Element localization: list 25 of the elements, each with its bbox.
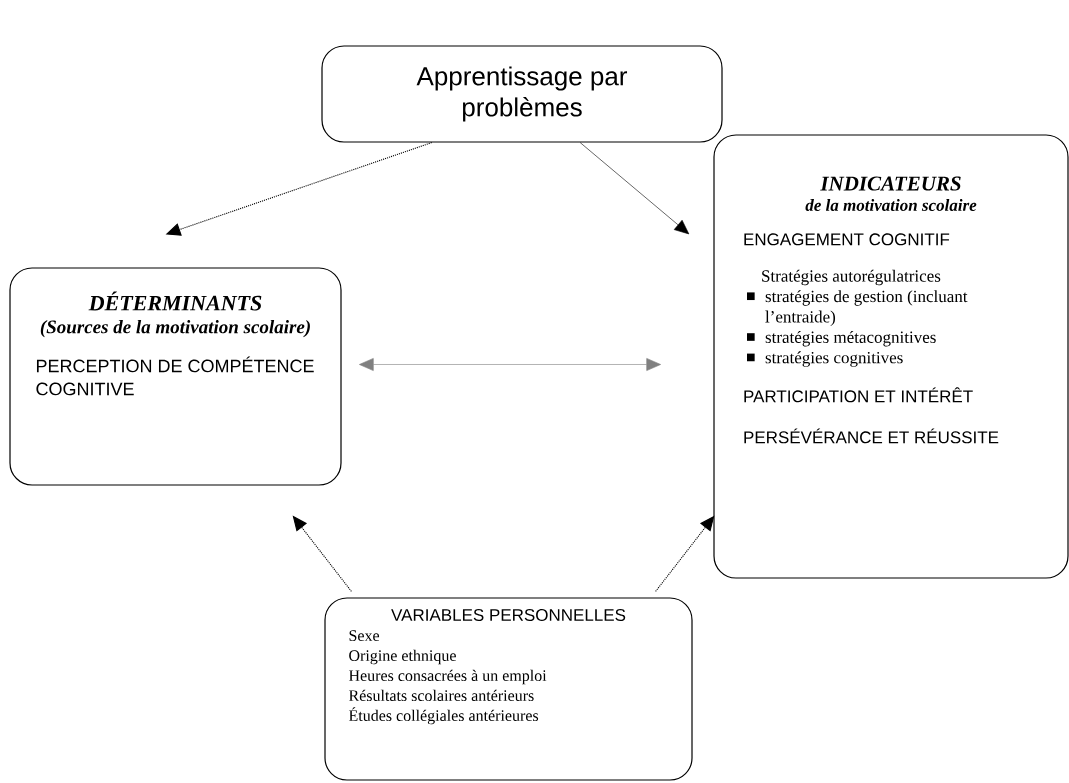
list-item: Heures consacrées à un emploi [348,669,547,685]
list-item: Origine ethnique [349,649,456,665]
rounded-box [321,45,723,143]
list-item: Études collégiales antérieures [348,707,539,725]
rounded-box [713,134,1069,579]
arrow [359,358,661,371]
category-text: ENGAGEMENT COGNITIF [744,233,950,246]
bullet-item: stratégies de gestion (incluant l’entraide) [747,290,968,326]
title-text: Apprentissage par problèmes [416,66,628,122]
list-item: Sexe [349,630,380,641]
list-item: Résultats scolaires antérieurs [348,689,534,701]
body-text: Stratégies autorégulatrices [762,269,941,286]
category-text: PARTICIPATION ET INTÉRÊT [744,387,973,403]
category-text: PERCEPTION DE COMPÉTENCE COGNITIVE [36,356,314,396]
subheading: (Sources de la motivation scolaire) [40,320,310,338]
arrow [579,142,690,235]
bullet-item: stratégies métacognitives [747,330,936,347]
heading: INDICATEURS [820,176,961,191]
rounded-box [9,267,342,486]
rounded-box [324,597,693,781]
category-text: PERSÉVÉRANCE ET RÉUSSITE [744,428,999,444]
heading: VARIABLES PERSONNELLES [391,609,626,622]
bullet-item: stratégies cognitives [747,351,903,367]
heading: DÉTERMINANTS [88,291,262,311]
subheading: de la motivation scolaire [805,199,977,211]
